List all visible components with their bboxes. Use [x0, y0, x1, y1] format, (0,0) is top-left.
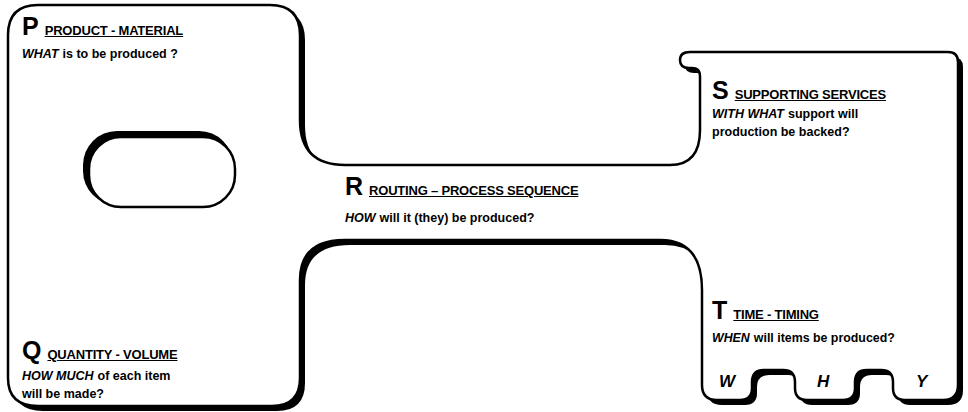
text-line: Y — [916, 372, 927, 392]
section-question: WHEN — [712, 331, 750, 345]
tooth-letter: W — [719, 372, 735, 392]
tooth-letter: Y — [916, 372, 927, 392]
section-question: will it (they) be produced? — [380, 211, 535, 225]
text-line: S SUPPORTING SERVICES — [712, 76, 886, 105]
text-line: T TIME - TIMING — [712, 296, 819, 325]
text-line: R ROUTING – PROCESS SEQUENCE — [345, 172, 578, 201]
section-question: WHAT — [22, 47, 59, 61]
section-question: HOW — [345, 211, 376, 225]
section-question: WITH WHAT — [712, 107, 784, 121]
text-line: WHAT is to be produced ? — [22, 44, 282, 62]
text-line: H — [817, 372, 829, 392]
section-heading: SUPPORTING SERVICES — [735, 87, 886, 102]
text-line: WHEN will items be produced? — [712, 328, 952, 346]
section-question: will items be produced? — [754, 331, 895, 345]
section-heading: TIME - TIMING — [733, 307, 819, 322]
section-heading: PRODUCT - MATERIAL — [45, 23, 183, 38]
section-question: HOW MUCH — [22, 369, 94, 383]
section-letter: T — [712, 296, 727, 325]
section-letter: S — [712, 76, 729, 105]
section-letter: Q — [22, 336, 41, 365]
text-line: W — [719, 372, 735, 392]
section-letter: P — [22, 12, 39, 41]
section-question: is to be produced ? — [63, 47, 178, 61]
section-letter: R — [345, 172, 363, 201]
text-line: HOW MUCHof each item will be made? — [22, 366, 172, 403]
tooth-letter: H — [817, 372, 829, 392]
text-line: HOW will it (they) be produced? — [345, 208, 645, 226]
text-line: P PRODUCT - MATERIAL — [22, 12, 183, 41]
section-heading: ROUTING – PROCESS SEQUENCE — [369, 183, 578, 198]
text-line: Q QUANTITY - VOLUME — [22, 336, 177, 365]
section-heading: QUANTITY - VOLUME — [47, 347, 177, 362]
text-line: WITH WHATsupport will production be back… — [712, 104, 907, 141]
